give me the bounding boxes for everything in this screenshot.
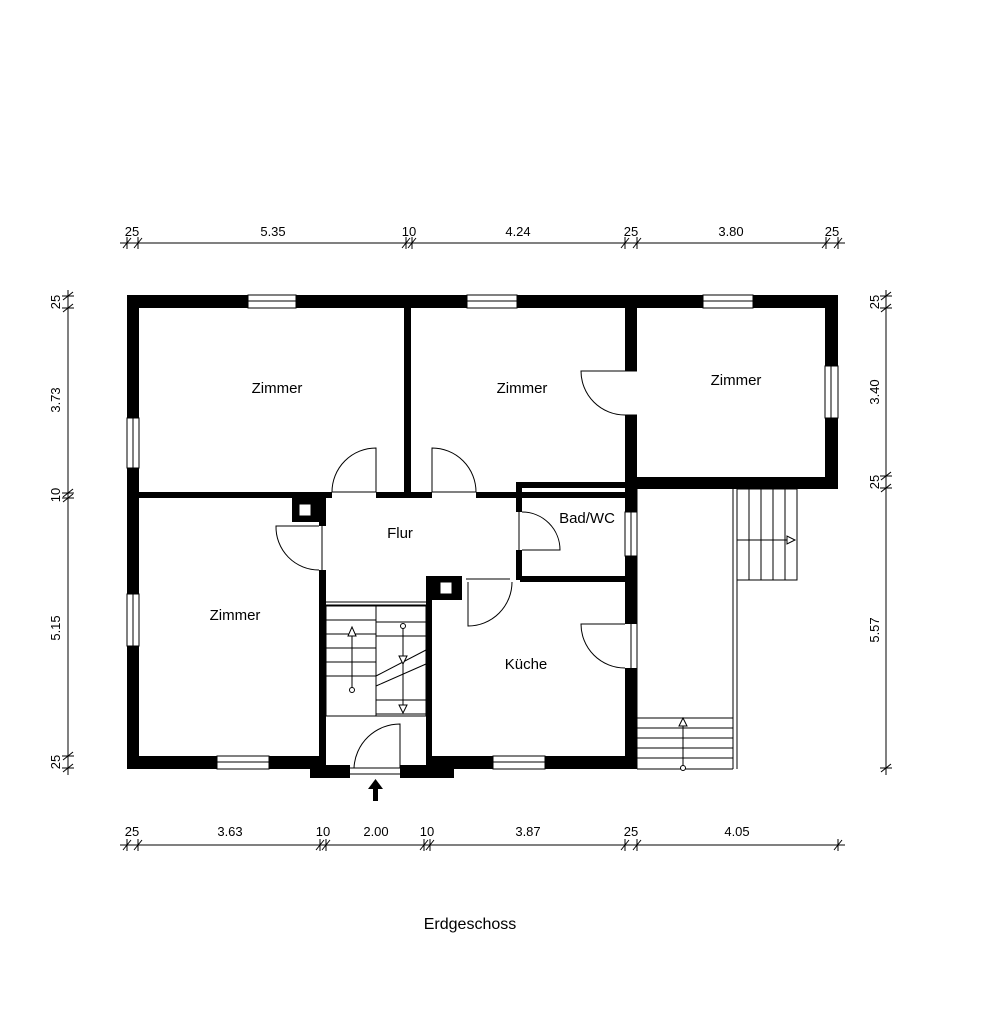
dim-bottom-1: 25 <box>125 824 139 839</box>
dim-top-1: 25 <box>125 224 139 239</box>
dim-top-3: 10 <box>402 224 416 239</box>
dim-bottom-3: 10 <box>316 824 330 839</box>
room-label-zimmer-top-middle: Zimmer <box>497 380 548 397</box>
dim-top-4: 4.24 <box>505 224 530 239</box>
dim-top-5: 25 <box>624 224 638 239</box>
dim-left-2: 3.73 <box>48 387 63 412</box>
dim-top-2: 5.35 <box>260 224 285 239</box>
terrace <box>636 488 798 771</box>
dim-top-7: 25 <box>825 224 839 239</box>
dimension-labels-left: 25 3.73 10 5.15 25 <box>48 295 63 769</box>
dim-bottom-6: 3.87 <box>515 824 540 839</box>
dimension-ticks-right <box>880 291 892 773</box>
dim-left-4: 5.15 <box>48 615 63 640</box>
dim-left-5: 25 <box>48 755 63 769</box>
dimension-ticks-top <box>122 237 843 249</box>
room-label-flur: Flur <box>387 525 413 542</box>
chimney-icons <box>298 503 453 595</box>
dim-right-1: 25 <box>867 295 882 309</box>
dim-bottom-4: 2.00 <box>363 824 388 839</box>
dimension-ticks-bottom <box>122 839 843 851</box>
room-label-bad-wc: Bad/WC <box>559 510 615 527</box>
entrance-arrow-icon <box>368 779 383 801</box>
dim-right-4: 5.57 <box>867 617 882 642</box>
room-label-zimmer-bottom-left: Zimmer <box>210 607 261 624</box>
room-label-kueche: Küche <box>505 656 548 673</box>
dim-left-1: 25 <box>48 295 63 309</box>
dim-right-3: 25 <box>867 475 882 489</box>
dim-bottom-7: 25 <box>624 824 638 839</box>
doors <box>275 370 637 778</box>
dimension-labels-bottom: 25 3.63 10 2.00 10 3.87 25 4.05 <box>125 824 750 839</box>
plan-title: Erdgeschoss <box>424 916 517 933</box>
windows <box>126 294 839 770</box>
dim-bottom-5: 10 <box>420 824 434 839</box>
dimension-ticks-left <box>62 291 74 773</box>
dimension-labels-right: 25 3.40 25 5.57 <box>867 295 882 643</box>
dim-right-2: 3.40 <box>867 379 882 404</box>
room-labels: Zimmer Zimmer Zimmer Zimmer Flur Bad/WC … <box>210 372 762 673</box>
dim-bottom-8: 4.05 <box>724 824 749 839</box>
dim-left-3: 10 <box>48 488 63 502</box>
interior-stairs <box>325 605 427 717</box>
dim-bottom-2: 3.63 <box>217 824 242 839</box>
dimension-labels-top: 25 5.35 10 4.24 25 3.80 25 <box>125 224 839 239</box>
room-label-zimmer-top-right: Zimmer <box>711 372 762 389</box>
room-label-zimmer-top-left: Zimmer <box>252 380 303 397</box>
dim-top-6: 3.80 <box>718 224 743 239</box>
dimension-lines <box>67 242 887 846</box>
walls <box>127 295 838 778</box>
